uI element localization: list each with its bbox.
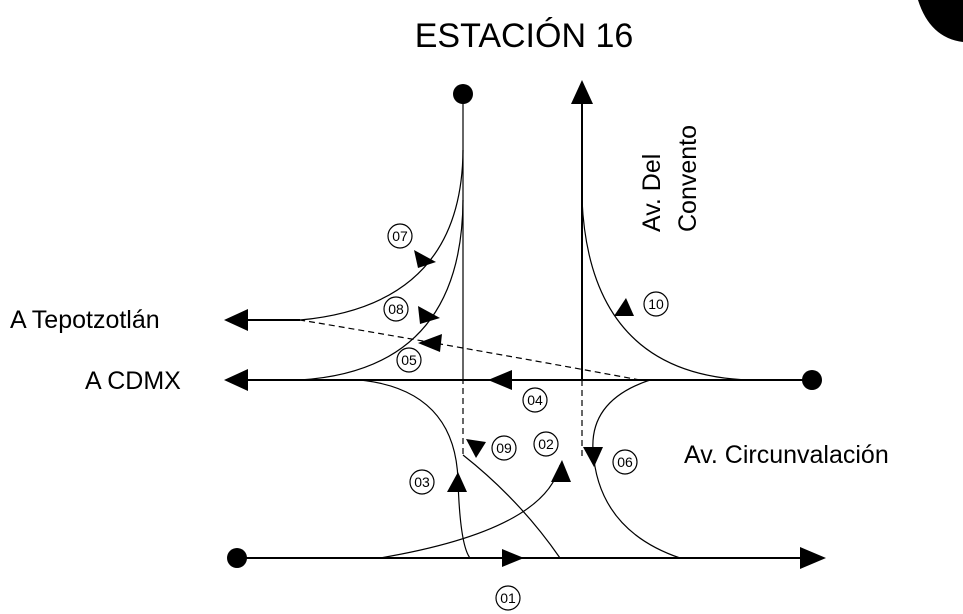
label-cdmx: A CDMX [85,367,181,395]
movement-badge-04: 04 [522,387,548,413]
movement-badge-08: 08 [383,296,409,322]
movement-badge-10: 10 [643,291,669,317]
movement-06-path [592,379,681,559]
label-del-convento-line1: Av. Del [638,154,666,232]
label-tepotzotlan: A Tepotzotlán [10,306,160,334]
movement-number: 04 [527,392,543,408]
movement-08-path [299,199,464,381]
movement-number: 10 [648,296,664,312]
corner-mark [918,0,963,42]
movement-10-path [581,199,751,381]
movement-03-path [359,379,471,559]
movement-number: 06 [617,454,633,470]
movement-number: 09 [496,440,512,456]
movement-03-arrow [447,472,467,492]
movement-badge-06: 06 [612,449,638,475]
movement-09-path [462,454,561,559]
movement-08-arrow [418,306,440,324]
road-tepotzotlan-arrow [224,309,248,331]
movement-07-arrow [414,250,436,268]
road-cdmx-mid-arrow [488,370,512,390]
road-bottom-origin [227,548,247,568]
movement-02-path [379,464,561,559]
movement-badge-03: 03 [409,469,435,495]
road-bottom-mid-arrow [502,549,524,567]
label-del-convento-line2: Convento [674,125,702,232]
label-circunvalacion: Av. Circunvalación [684,441,889,469]
movement-number: 02 [538,436,554,452]
movement-10-arrow [614,298,634,316]
movement-05-path [299,319,641,381]
road-cdmx-arrow [224,369,248,391]
movement-number: 01 [500,590,516,606]
movement-number: 03 [414,474,430,490]
movement-09-arrow [466,439,486,458]
movement-badge-02: 02 [533,431,559,457]
movement-06-arrow [583,447,603,467]
movement-badge-05: 05 [396,347,422,373]
movement-number: 07 [392,228,408,244]
road-bottom-end-arrow [800,547,826,569]
road-east-origin [802,370,822,390]
movement-07-path [299,149,464,321]
movement-02-arrow [551,460,571,482]
road-del-convento-arrow [571,80,593,104]
movement-badge-09: 09 [491,435,517,461]
movement-05-arrow [418,334,442,352]
movement-badge-01: 01 [495,585,521,611]
movement-number: 05 [401,352,417,368]
diagram-title: ESTACIÓN 16 [415,17,634,55]
movement-number: 08 [388,301,404,317]
movement-badge-07: 07 [387,223,413,249]
